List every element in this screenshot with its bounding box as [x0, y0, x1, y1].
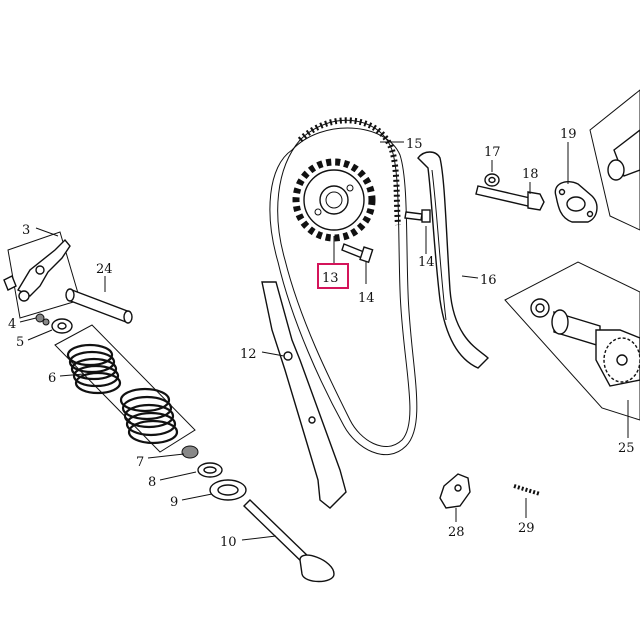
label-9: 9	[170, 495, 178, 510]
spring-retainer	[51, 318, 73, 334]
valve-springs-group	[54, 324, 196, 453]
label-14-lower: 14	[358, 291, 375, 306]
rocker-shaft	[65, 288, 133, 324]
washer-17	[484, 173, 500, 187]
highlight-box-13	[317, 263, 349, 289]
gasket-19	[554, 180, 598, 223]
bolt-18	[475, 185, 545, 211]
label-24: 24	[96, 262, 113, 277]
label-18: 18	[522, 167, 539, 182]
label-8: 8	[148, 475, 156, 490]
camshaft-group	[504, 261, 640, 421]
valve-guide-washer	[209, 479, 247, 501]
label-10: 10	[220, 535, 237, 550]
label-25: 25	[618, 441, 635, 456]
label-16: 16	[480, 273, 497, 288]
leader-lines	[19, 141, 629, 541]
chain-guide	[417, 151, 489, 369]
part-28	[439, 473, 471, 509]
cam-sprocket	[292, 158, 376, 242]
label-12: 12	[240, 347, 257, 362]
label-29: 29	[518, 521, 535, 536]
label-13: 13	[322, 271, 339, 286]
label-3: 3	[22, 223, 30, 238]
label-14-upper: 14	[418, 255, 435, 270]
label-6: 6	[48, 371, 56, 386]
label-28: 28	[448, 525, 465, 540]
label-19: 19	[560, 127, 577, 142]
label-17: 17	[484, 145, 501, 160]
label-15: 15	[406, 137, 423, 152]
label-7: 7	[136, 455, 144, 470]
label-5: 5	[16, 335, 24, 350]
bolt-upper	[404, 209, 431, 223]
cam-chain	[269, 117, 418, 456]
label-4: 4	[8, 317, 16, 332]
valve-seal	[181, 445, 199, 459]
valve-collets	[35, 313, 50, 326]
spring-29	[513, 484, 541, 496]
cam-cover-part	[589, 89, 640, 231]
valve	[243, 499, 335, 583]
part-labels: 3 24 4 5 6 7 8 9 10 12 13 14 14 15 16 17…	[8, 127, 635, 550]
rocker-arm-group	[3, 231, 81, 319]
bolt-lower	[341, 243, 374, 264]
chain-tensioner-slipper	[261, 281, 347, 509]
spring-seat	[197, 462, 223, 478]
